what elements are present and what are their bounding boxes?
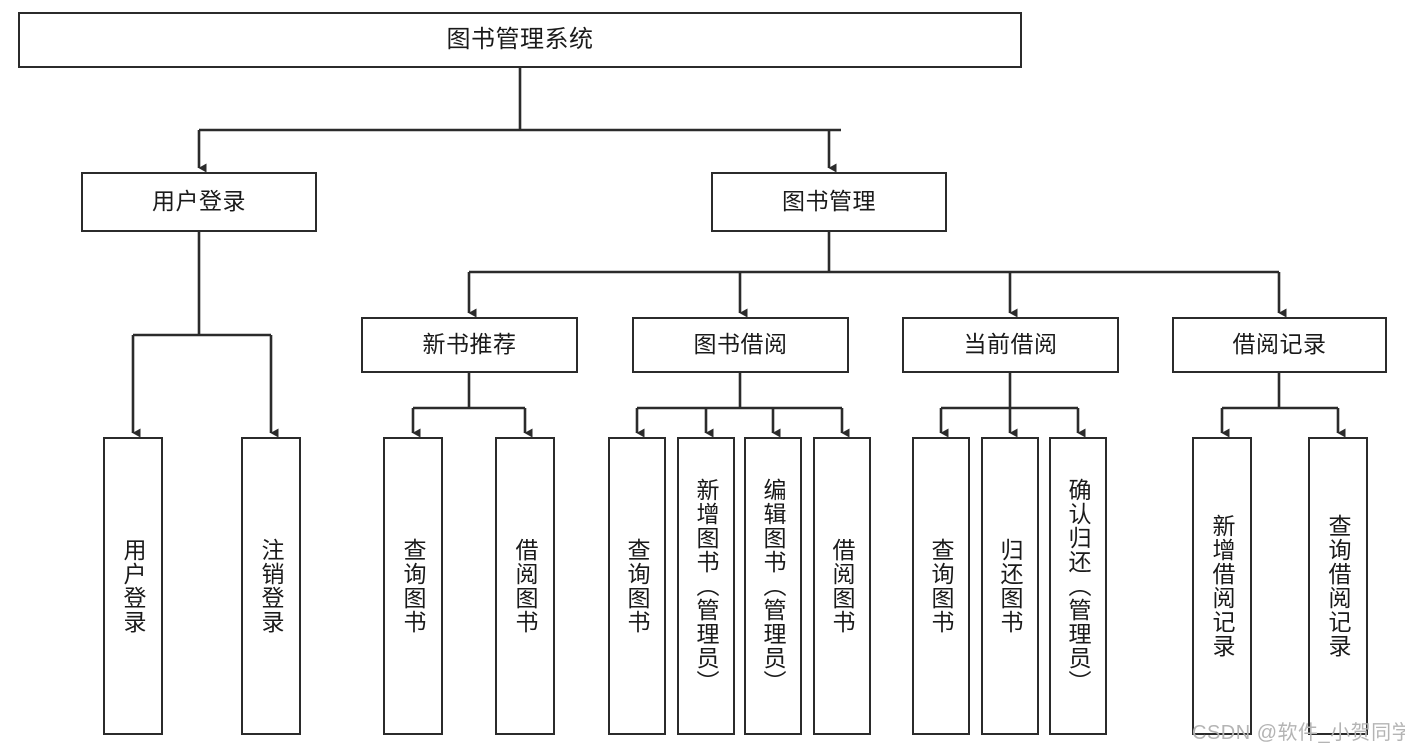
node-leaf-return-book[interactable]: 归还图书 [981,437,1039,735]
node-label: 查询图书 [624,538,651,634]
node-leaf-borrow-book[interactable]: 借阅图书 [813,437,871,735]
node-label: 查询图书 [400,538,427,634]
node-leaf-user-login[interactable]: 用户登录 [103,437,163,735]
node-leaf-query-book-current[interactable]: 查询图书 [912,437,970,735]
node-borrow-record[interactable]: 借阅记录 [1172,317,1387,373]
node-label: 新增借阅记录 [1209,514,1236,658]
node-label: 图书管理 [782,188,876,215]
node-label: 查询图书 [928,538,955,634]
node-label: 借阅图书 [829,538,856,634]
node-label: 用户登录 [120,538,147,634]
node-leaf-query-borrow-record[interactable]: 查询借阅记录 [1308,437,1368,735]
node-leaf-add-book-admin[interactable]: 新增图书（管理员） [677,437,735,735]
node-root-book-management-system[interactable]: 图书管理系统 [18,12,1022,68]
node-user-login[interactable]: 用户登录 [81,172,317,232]
node-book-management[interactable]: 图书管理 [711,172,947,232]
node-label: 当前借阅 [963,331,1058,358]
node-leaf-query-book-borrow[interactable]: 查询图书 [608,437,666,735]
node-label: 确认归还（管理员） [1065,478,1092,694]
node-label: 借阅图书 [512,538,539,634]
node-current-borrow[interactable]: 当前借阅 [902,317,1119,373]
node-label: 借阅记录 [1232,331,1327,358]
node-leaf-logout[interactable]: 注销登录 [241,437,301,735]
node-label: 编辑图书（管理员） [760,478,787,694]
node-label: 新书推荐 [422,331,517,358]
node-label: 用户登录 [152,188,246,215]
node-leaf-edit-book-admin[interactable]: 编辑图书（管理员） [744,437,802,735]
node-label: 图书管理系统 [446,25,594,53]
node-new-book-recommend[interactable]: 新书推荐 [361,317,578,373]
csdn-watermark: CSDN @软件_小贺同学 [1192,722,1405,744]
node-label: 图书借阅 [693,331,788,358]
node-leaf-borrow-book-recommend[interactable]: 借阅图书 [495,437,555,735]
node-label: 查询借阅记录 [1325,514,1352,658]
node-book-borrow[interactable]: 图书借阅 [632,317,849,373]
node-leaf-add-borrow-record[interactable]: 新增借阅记录 [1192,437,1252,735]
node-leaf-query-book-recommend[interactable]: 查询图书 [383,437,443,735]
node-label: 新增图书（管理员） [693,478,720,694]
node-label: 归还图书 [997,538,1024,634]
node-leaf-confirm-return-admin[interactable]: 确认归还（管理员） [1049,437,1107,735]
node-label: 注销登录 [258,538,285,634]
